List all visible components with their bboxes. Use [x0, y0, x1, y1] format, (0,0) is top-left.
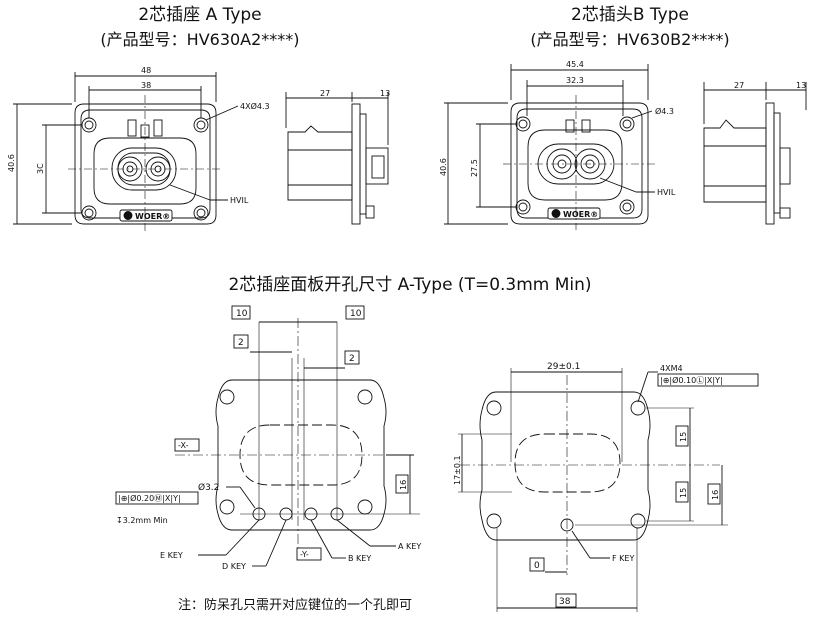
plug-title: 2芯插头B Type — [571, 5, 689, 25]
cutout-a-d-key: D KEY — [222, 562, 246, 571]
cutout-a-dim-2-left: 2 — [238, 338, 244, 348]
plug-width-dim: 45.4 — [566, 60, 584, 69]
cutout-a-datum-y: -Y- — [300, 550, 309, 559]
socket-height-dim: 40.6 — [7, 154, 16, 172]
socket-hole-spacing-dim: 3C — [36, 163, 45, 174]
cutout-a-b-key: B KEY — [348, 554, 371, 563]
cutout-title: 2芯插座面板开孔尺寸 A-Type (T=0.3mm Min) — [228, 275, 592, 295]
socket-hole-callout: 4XØ4.3 — [240, 101, 270, 111]
cutout-a-dim-box-10-left — [231, 305, 251, 320]
socket-front-view: WOER® 48 38 40.6 3C 4XØ4.3 HVIL — [7, 66, 270, 232]
cutout-b-dim-15-top: 15 — [679, 432, 688, 442]
socket-width-dim: 48 — [141, 66, 151, 75]
plug-hole-callout: Ø4.3 — [655, 106, 674, 116]
cutout-b-dim-16: 16 — [711, 490, 720, 500]
socket-brand: WOER® — [135, 212, 170, 221]
plug-model: (产品型号：HV630B2****) — [530, 30, 730, 49]
cutout-a-a-key: A KEY — [398, 542, 421, 551]
cutout-a-datum-x: -X- — [178, 441, 189, 450]
socket-inner-dim: 38 — [141, 81, 151, 90]
socket-model: (产品型号：HV630A2****) — [100, 30, 300, 49]
plug-flange-dim: 13 — [796, 81, 806, 90]
cutout-a-view: 10 10 2 2 -X- -Y- 16 Ø3.2 |⊕|Ø0.20Ⓜ|X|Y|… — [115, 305, 421, 571]
cutout-a-dim-10-right: 10 — [350, 309, 362, 319]
cutout-b-height-dim: 17±0.1 — [453, 455, 462, 485]
socket-title: 2芯插座 A Type — [138, 5, 262, 25]
socket-flange-dim: 13 — [380, 89, 390, 98]
cutout-b-position-tol: |⊕|Ø0.10Ⓛ|X|Y| — [660, 375, 723, 385]
plug-brand: WOER® — [563, 210, 598, 219]
cutout-b-thread-callout: 4XM4 — [660, 364, 683, 373]
cutout-a-dim-10-left: 10 — [236, 309, 248, 319]
cutout-b-dim-15-bottom: 15 — [679, 488, 688, 498]
plug-side-view: 27 13 — [703, 81, 807, 225]
cutout-a-dim-2-right: 2 — [349, 354, 355, 364]
cutout-a-e-key: E KEY — [160, 551, 183, 560]
cutout-a-position-tol: |⊕|Ø0.20Ⓜ|X|Y| — [118, 493, 181, 503]
plug-depth-dim: 27 — [734, 81, 744, 90]
cutout-a-hole-dia: Ø3.2 — [198, 482, 219, 493]
socket-side-view: 27 13 — [285, 89, 390, 225]
cutout-b-dim-38: 38 — [559, 597, 571, 607]
cutout-a-dim-16: 16 — [399, 480, 408, 490]
cutout-b-view: 29±0.1 4XM4 |⊕|Ø0.10Ⓛ|X|Y| 17±0.1 15 15 … — [453, 362, 759, 612]
socket-hvil-label: HVIL — [230, 196, 249, 205]
plug-inner-dim: 32.3 — [566, 76, 584, 85]
socket-depth-dim: 27 — [320, 89, 330, 98]
cutout-a-depth: ↧3.2mm Min — [116, 516, 168, 525]
cutout-b-f-key: F KEY — [612, 554, 634, 563]
footnote: 注：防呆孔只需开对应键位的一个孔即可 — [178, 598, 413, 613]
plug-hole-spacing-dim: 27.5 — [470, 159, 479, 177]
plug-hvil-label: HVIL — [657, 188, 676, 197]
cutout-b-width-dim: 29±0.1 — [547, 362, 580, 372]
cutout-b-zero-dim: 0 — [534, 561, 540, 571]
plug-height-dim: 40.6 — [439, 158, 448, 176]
plug-front-view: WOER® 45.4 32.3 40.6 27.5 Ø4.3 HVIL — [439, 60, 676, 230]
